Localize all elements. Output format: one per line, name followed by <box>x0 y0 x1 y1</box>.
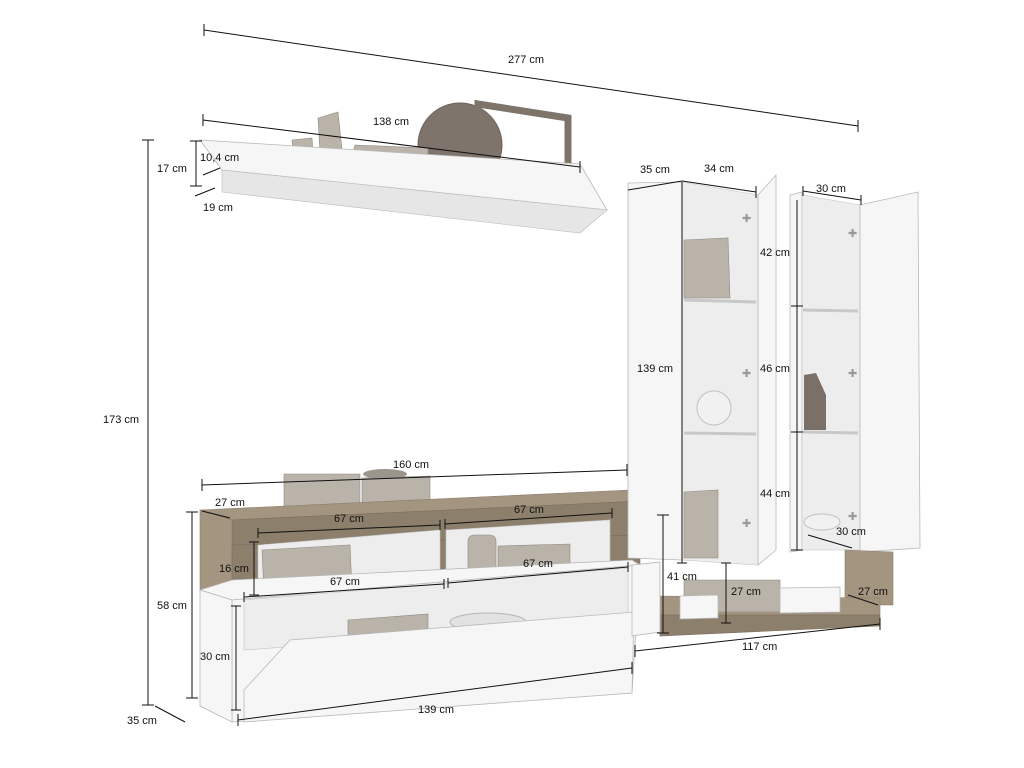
label-tv-height: 58 cm <box>157 600 187 612</box>
label-tv-width: 160 cm <box>393 459 429 471</box>
label-low-inner: 27 cm <box>731 586 761 598</box>
label-tv-base-width: 139 cm <box>418 704 454 716</box>
label-cab1-width: 34 cm <box>704 163 734 175</box>
label-low-width: 117 cm <box>742 641 777 653</box>
flap-door <box>243 611 635 723</box>
dimension-labels: 277 cm 138 cm 17 cm 10,4 cm 19 cm 173 cm… <box>103 54 888 727</box>
label-shelf-height: 17 cm <box>157 163 187 175</box>
tall-cabinet-right: ✚ ✚ ✚ <box>789 191 921 553</box>
open-door <box>757 173 777 566</box>
label-shelf-depth: 19 cm <box>203 202 233 214</box>
label-tv-comp-top-left: 67 cm <box>334 513 364 525</box>
svg-text:✚: ✚ <box>848 228 857 240</box>
label-total-height: 173 cm <box>103 414 139 426</box>
wall-shelf <box>199 99 608 234</box>
label-tv-comp-bottom-right: 67 cm <box>523 558 553 570</box>
tall-cabinet-left: ✚ ✚ ✚ <box>627 173 777 566</box>
label-tv-comp-top-right: 67 cm <box>514 504 544 516</box>
label-cab2-bottom: 44 cm <box>760 488 790 500</box>
label-cab2-depth: 30 cm <box>836 526 866 538</box>
label-shelf-width: 138 cm <box>373 116 409 128</box>
svg-text:✚: ✚ <box>742 368 751 380</box>
label-low-depth: 27 cm <box>858 586 888 598</box>
books-decor <box>683 237 731 299</box>
svg-text:✚: ✚ <box>848 368 857 380</box>
svg-text:✚: ✚ <box>742 213 751 225</box>
label-shelf-inner: 10,4 cm <box>200 152 239 164</box>
label-tv-top-depth: 27 cm <box>215 497 245 509</box>
label-cab2-width: 30 cm <box>816 183 846 195</box>
jar-decor <box>317 111 343 153</box>
label-low-height: 41 cm <box>667 571 697 583</box>
low-wall-shelf <box>631 549 894 637</box>
svg-text:✚: ✚ <box>848 511 857 523</box>
open-door <box>859 191 921 553</box>
label-cab1-height: 139 cm <box>637 363 673 375</box>
label-tv-depth: 35 cm <box>127 715 157 727</box>
dimension-lines <box>142 24 881 726</box>
label-cab2-mid: 46 cm <box>760 363 790 375</box>
label-cab2-top: 42 cm <box>760 247 790 259</box>
label-tv-comp-bottom-left: 67 cm <box>330 576 360 588</box>
svg-text:✚: ✚ <box>742 518 751 530</box>
box-decor <box>283 473 361 508</box>
tv-base-unit <box>198 469 666 723</box>
label-total-width: 277 cm <box>508 54 544 66</box>
label-tv-niche-height: 16 cm <box>219 563 249 575</box>
label-cab1-depth: 35 cm <box>640 164 670 176</box>
vase-decor <box>804 373 826 430</box>
label-tv-flap-height: 30 cm <box>200 651 230 663</box>
